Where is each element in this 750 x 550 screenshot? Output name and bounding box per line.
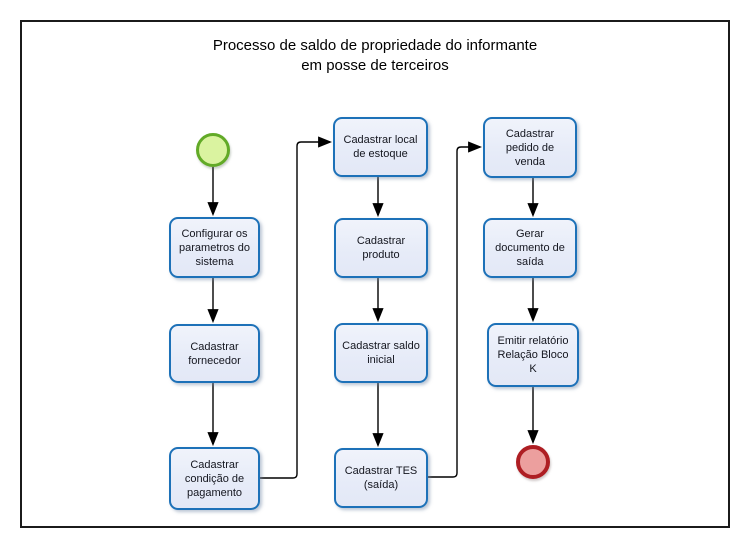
node-label: Cadastrar saldo inicial <box>342 340 420 366</box>
start-event-circle[interactable] <box>196 133 230 167</box>
diagram-title: Processo de saldo de propriedade do info… <box>212 37 538 74</box>
node-label: Emitir relatório Relação Bloco K <box>497 335 569 375</box>
node-emitir-relatorio-bloco-k[interactable]: Emitir relatório Relação Bloco K <box>487 323 579 387</box>
node-cadastrar-condicao-pagamento[interactable]: Cadastrar condição de pagamento <box>169 447 260 510</box>
edge-condicao-to-local-estoque <box>259 136 333 479</box>
node-cadastrar-local-estoque[interactable]: Cadastrar local de estoque <box>333 117 428 177</box>
node-label: Configurar os parametros do sistema <box>179 227 250 268</box>
node-label: Cadastrar condição de pagamento <box>184 458 245 499</box>
node-cadastrar-fornecedor[interactable]: Cadastrar fornecedor <box>169 324 260 383</box>
node-cadastrar-pedido-venda[interactable]: Cadastrar pedido de venda <box>483 117 577 178</box>
node-cadastrar-produto[interactable]: Cadastrar produto <box>334 218 428 278</box>
node-label: Cadastrar fornecedor <box>188 340 241 367</box>
node-cadastrar-saldo-inicial[interactable]: Cadastrar saldo inicial <box>334 323 428 383</box>
end-event-circle[interactable] <box>516 445 550 479</box>
edge-tes-to-pedido-venda <box>428 141 483 478</box>
node-label: Cadastrar TES (saída) <box>344 465 418 491</box>
node-configurar-parametros-sistema[interactable]: Configurar os parametros do sistema <box>169 217 260 278</box>
node-label: Gerar documento de saída <box>495 228 565 268</box>
node-cadastrar-tes-saida[interactable]: Cadastrar TES (saída) <box>334 448 428 508</box>
node-label: Cadastrar produto <box>356 235 406 261</box>
node-label: Cadastrar pedido de venda <box>505 127 555 168</box>
node-label: Cadastrar local de estoque <box>343 134 418 160</box>
node-gerar-documento-saida[interactable]: Gerar documento de saída <box>483 218 577 278</box>
